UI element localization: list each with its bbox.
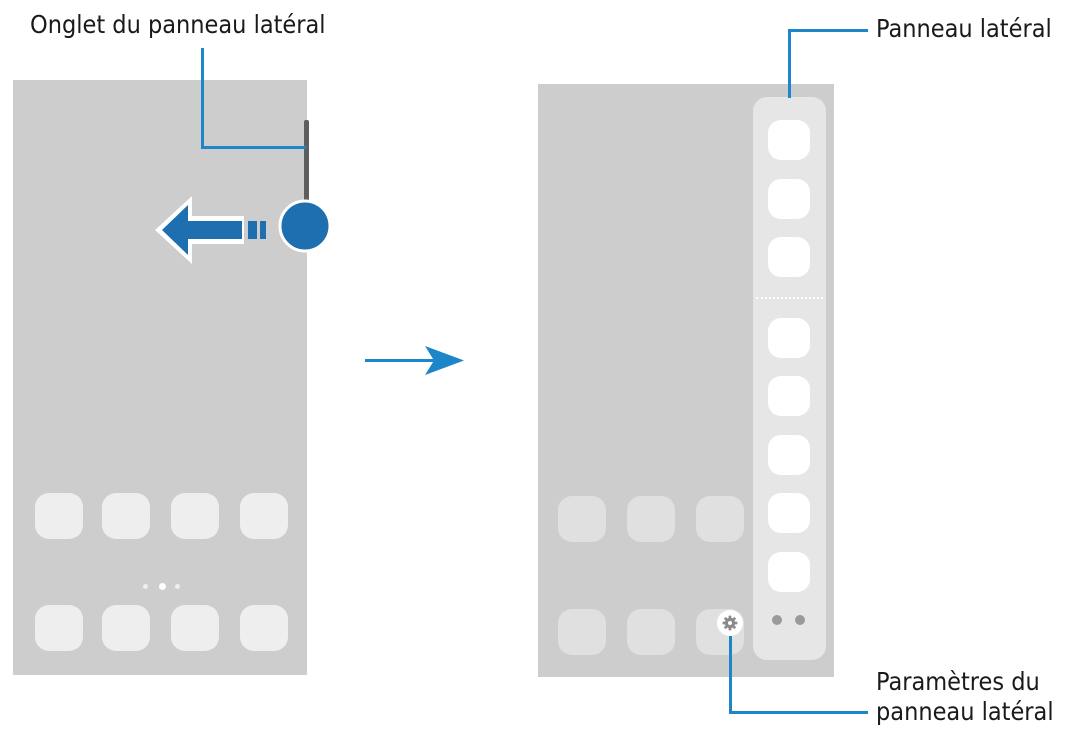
panel-settings-label-line2: panneau latéral bbox=[876, 697, 1054, 726]
app-icon[interactable] bbox=[558, 609, 606, 655]
panel-leader-line bbox=[788, 29, 791, 98]
panel-leader-line bbox=[788, 29, 868, 32]
page-dot bbox=[143, 584, 148, 589]
arrow-left-icon bbox=[155, 196, 266, 264]
home-screen bbox=[13, 80, 307, 675]
app-icon[interactable] bbox=[240, 605, 288, 651]
app-icon[interactable] bbox=[35, 493, 83, 539]
panel-divider bbox=[756, 297, 823, 299]
panel-app-icon[interactable] bbox=[768, 318, 810, 358]
handle-leader-line bbox=[201, 48, 204, 149]
panel-app-icon[interactable] bbox=[768, 237, 810, 277]
app-icon[interactable] bbox=[696, 496, 744, 542]
panel-page-dot bbox=[795, 615, 805, 625]
app-icon[interactable] bbox=[35, 605, 83, 651]
panel-app-icon[interactable] bbox=[768, 552, 810, 592]
settings-leader-line bbox=[729, 636, 732, 714]
page-dot bbox=[175, 584, 180, 589]
panel-page-dot bbox=[772, 615, 782, 625]
panel-app-icon[interactable] bbox=[768, 120, 810, 160]
handle-leader-line bbox=[201, 146, 306, 149]
app-icon[interactable] bbox=[171, 605, 219, 651]
edge-handle-label: Onglet du panneau latéral bbox=[30, 10, 326, 39]
app-icon[interactable] bbox=[240, 493, 288, 539]
panel-app-icon[interactable] bbox=[768, 493, 810, 533]
edge-panel bbox=[753, 97, 826, 660]
app-icon[interactable] bbox=[627, 496, 675, 542]
touch-point bbox=[278, 199, 332, 253]
settings-leader-line bbox=[729, 711, 868, 714]
edge-panel-label: Panneau latéral bbox=[876, 14, 1052, 43]
edge-panel-handle[interactable] bbox=[304, 120, 309, 250]
panel-settings-label: Paramètres du panneau latéral bbox=[876, 667, 1054, 727]
app-icon[interactable] bbox=[627, 609, 675, 655]
panel-app-icon[interactable] bbox=[768, 376, 810, 416]
panel-app-icon[interactable] bbox=[768, 435, 810, 475]
app-icon[interactable] bbox=[171, 493, 219, 539]
app-icon[interactable] bbox=[102, 493, 150, 539]
swipe-gesture bbox=[155, 196, 332, 264]
panel-settings-label-line1: Paramètres du bbox=[876, 667, 1040, 696]
app-icon[interactable] bbox=[102, 605, 150, 651]
arrow-right-icon bbox=[365, 346, 464, 375]
page-dot bbox=[159, 583, 166, 590]
app-icon[interactable] bbox=[558, 496, 606, 542]
gear-icon bbox=[722, 615, 738, 631]
panel-settings-button[interactable] bbox=[717, 610, 743, 636]
panel-app-icon[interactable] bbox=[768, 179, 810, 219]
